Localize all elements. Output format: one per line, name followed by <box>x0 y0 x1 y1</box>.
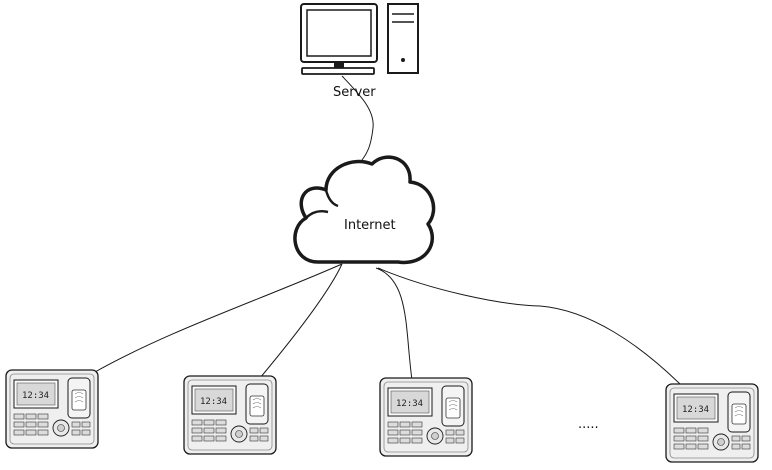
fingerprint-terminal-icon <box>183 375 277 455</box>
more-devices-ellipsis: ..... <box>578 417 599 432</box>
fingerprint-terminal-icon <box>379 377 473 457</box>
server-label: Server <box>333 85 376 100</box>
device-screen-text: 12:34 <box>200 397 227 407</box>
edge-internet-device-1 <box>94 263 343 373</box>
internet-node: Internet <box>293 155 436 265</box>
fingerprint-terminal-icon <box>665 383 759 463</box>
device-4: 12:34 <box>665 383 759 463</box>
device-2: 12:34 <box>183 375 277 455</box>
edge-internet-device-3 <box>375 267 413 381</box>
edge-internet-device-4 <box>377 267 681 385</box>
device-3: 12:34 <box>379 377 473 457</box>
server-node: Server <box>300 3 419 100</box>
internet-label: Internet <box>344 218 396 233</box>
device-screen-text: 12:34 <box>396 399 423 409</box>
connection-lines <box>94 75 681 385</box>
device-screen-text: 12:34 <box>682 405 709 415</box>
fingerprint-terminal-icon <box>5 369 99 449</box>
device-1: 12:34 <box>5 369 99 449</box>
edge-internet-device-2 <box>259 263 343 379</box>
device-screen-text: 12:34 <box>22 391 49 401</box>
server-computer-icon <box>300 3 419 75</box>
cloud-icon <box>293 155 436 265</box>
edge-server-internet <box>341 75 374 161</box>
